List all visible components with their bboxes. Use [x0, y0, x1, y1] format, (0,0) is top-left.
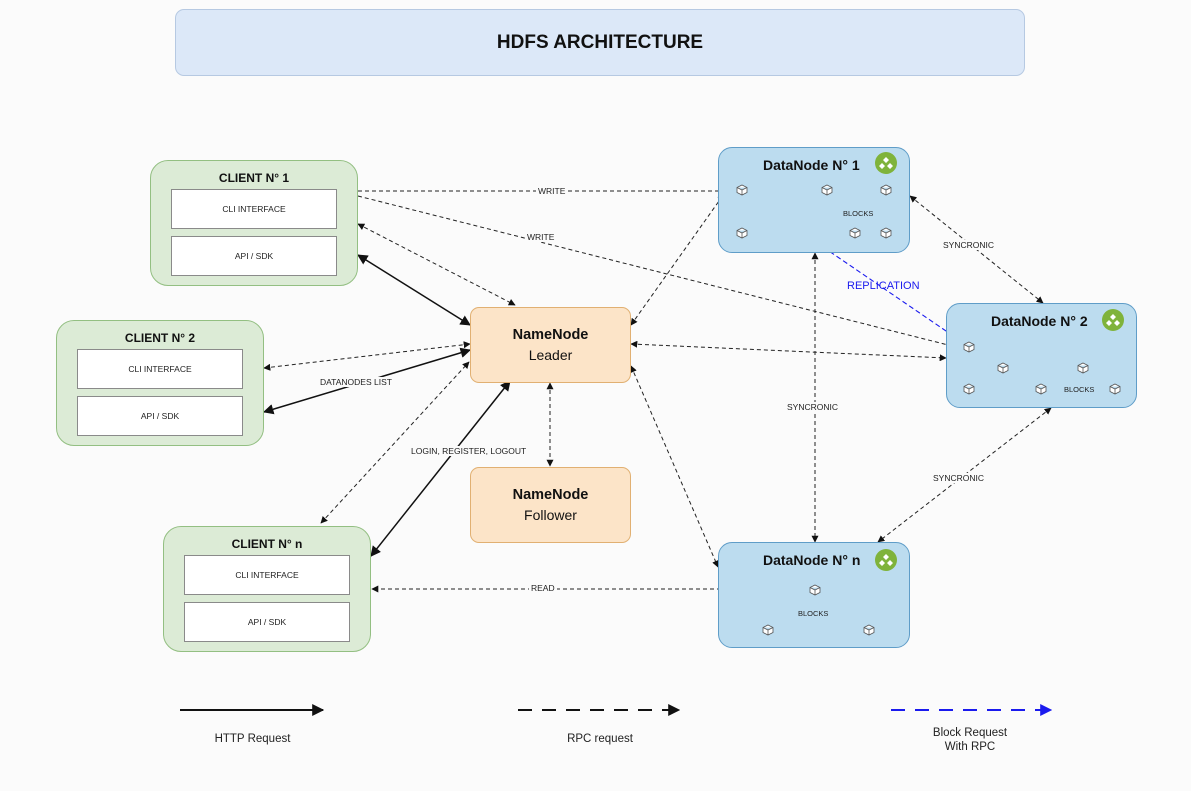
- namenode-leader[interactable]: NameNode Leader: [470, 307, 631, 383]
- namenode-follower[interactable]: NameNode Follower: [470, 467, 631, 543]
- client-1-cli-interface[interactable]: CLI INTERFACE: [171, 189, 337, 229]
- block-cube-icon: [1109, 383, 1121, 395]
- block-cube-icon: [963, 341, 975, 353]
- namenode-leader-title: NameNode: [512, 327, 589, 343]
- hdfs-logo-icon: [1102, 309, 1124, 331]
- http-edge-client1-namenode: [357, 254, 471, 326]
- client-1-title: CLIENT N° 1: [218, 171, 290, 185]
- block-cube-icon: [849, 227, 861, 239]
- http-edge-clientn-namenode: [370, 380, 511, 557]
- rpc-edge-client2-namenode: [263, 341, 471, 371]
- write-label-2: WRITE: [525, 232, 557, 242]
- datanode-2-blocks-label: BLOCKS: [1064, 385, 1095, 394]
- datanode-n-title: DataNode N° n: [763, 552, 861, 568]
- client-2-title: CLIENT N° 2: [124, 331, 196, 345]
- datanode-2-node[interactable]: DataNode N° 2 BLOCKS: [946, 303, 1137, 408]
- block-cube-icon: [880, 184, 892, 196]
- namenode-follower-role: Follower: [524, 507, 577, 523]
- client-n-api-sdk[interactable]: API / SDK: [184, 602, 350, 642]
- block-cube-icon: [736, 184, 748, 196]
- client-n-cli-interface[interactable]: CLI INTERFACE: [184, 555, 350, 595]
- replication-edge: [743, 192, 969, 347]
- datanode-n-node[interactable]: DataNode N° n BLOCKS: [718, 542, 910, 648]
- legend-http-label: HTTP Request: [214, 733, 291, 745]
- datanode-1-node[interactable]: DataNode N° 1 BLOCKS: [718, 147, 910, 253]
- datanode-1-title: DataNode N° 1: [763, 157, 860, 173]
- legend-rpc-label: RPC request: [567, 733, 633, 745]
- datanode-1-blocks-label: BLOCKS: [843, 209, 874, 218]
- block-cube-icon: [863, 624, 875, 636]
- replication-label: REPLICATION: [847, 280, 920, 292]
- datanode-2-title: DataNode N° 2: [991, 313, 1088, 329]
- rpc-edge-namenode-dn2: [630, 340, 947, 362]
- client-1-api-sdk[interactable]: API / SDK: [171, 236, 337, 276]
- namenode-follower-title: NameNode: [512, 487, 589, 503]
- block-cube-icon: [762, 624, 774, 636]
- login-register-logout-label: LOGIN, REGISTER, LOGOUT: [409, 446, 529, 456]
- client-2-node[interactable]: CLIENT N° 2 CLI INTERFACE API / SDK: [56, 320, 264, 446]
- legend-block-line2: With RPC: [944, 741, 996, 753]
- block-cube-icon: [880, 227, 892, 239]
- rpc-edge-namenode-dn1: [630, 193, 725, 326]
- client-2-cli-interface[interactable]: CLI INTERFACE: [77, 349, 243, 389]
- namenode-leader-role: Leader: [528, 347, 573, 363]
- block-cube-icon: [809, 584, 821, 596]
- legend-block-label: Block Request With RPC: [890, 726, 1050, 754]
- syncronic-label-dn1-dnn: SYNCRONIC: [785, 402, 841, 412]
- block-cube-icon: [821, 184, 833, 196]
- client-2-api-sdk[interactable]: API / SDK: [77, 396, 243, 436]
- client-n-title: CLIENT N° n: [231, 537, 303, 551]
- legend-block-line1: Block Request: [932, 727, 1008, 739]
- syncronic-label-dn2-dnn: SYNCRONIC: [931, 473, 987, 483]
- block-cube-icon: [1077, 362, 1089, 374]
- write-label-1: WRITE: [536, 186, 568, 196]
- block-cube-icon: [997, 362, 1009, 374]
- rpc-edge-client1-namenode: [357, 223, 516, 306]
- syncronic-label-dn1-dn2: SYNCRONIC: [941, 240, 997, 250]
- datanode-n-blocks-label: BLOCKS: [798, 609, 829, 618]
- client-n-node[interactable]: CLIENT N° n CLI INTERFACE API / SDK: [163, 526, 371, 652]
- block-cube-icon: [736, 227, 748, 239]
- read-label: READ: [529, 583, 557, 593]
- hdfs-logo-icon: [875, 152, 897, 174]
- datanodes-list-label: DATANODES LIST: [318, 377, 394, 387]
- block-cube-icon: [963, 383, 975, 395]
- sync-edge-dn2-dnn: [877, 407, 1052, 543]
- hdfs-logo-icon: [875, 549, 897, 571]
- block-cube-icon: [1035, 383, 1047, 395]
- client-1-node[interactable]: CLIENT N° 1 CLI INTERFACE API / SDK: [150, 160, 358, 286]
- rpc-edge-namenode-dnn: [630, 365, 719, 568]
- page-title: HDFS ARCHITECTURE: [175, 9, 1025, 76]
